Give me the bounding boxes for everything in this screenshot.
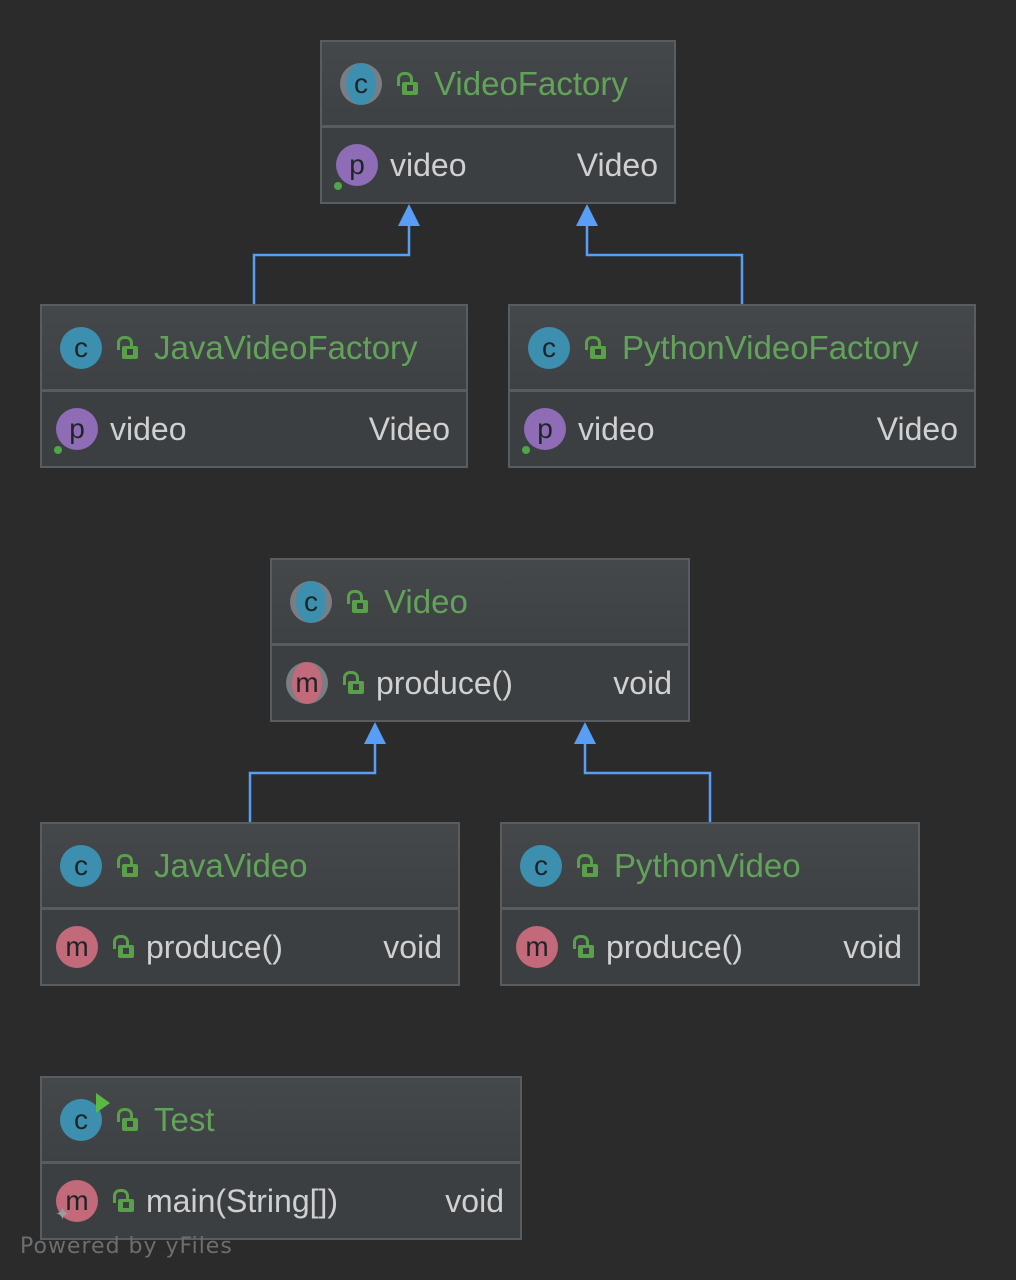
class-name: PythonVideo — [614, 846, 801, 884]
unlocked-lock-icon — [396, 71, 418, 96]
class-node-javavideofactory[interactable]: c JavaVideoFactory p video Video — [40, 304, 468, 468]
class-header: c Video — [272, 560, 688, 646]
class-icon: c — [60, 844, 102, 887]
member-row[interactable]: m main(String[]) void — [42, 1164, 520, 1238]
class-header: c JavaVideoFactory — [42, 306, 466, 392]
class-name: VideoFactory — [434, 64, 628, 102]
class-icon: c — [520, 844, 562, 887]
class-node-videofactory[interactable]: c VideoFactory p video Video — [320, 40, 676, 204]
member-name: produce() — [146, 928, 283, 965]
visibility-dot-icon — [54, 446, 62, 454]
unlocked-lock-icon — [116, 853, 138, 878]
unlocked-lock-icon — [584, 335, 606, 360]
method-icon: m — [56, 1180, 98, 1222]
visibility-dot-icon — [334, 182, 342, 190]
abstract-class-icon: c — [290, 580, 332, 623]
property-icon: p — [524, 408, 566, 450]
class-name: Test — [154, 1100, 215, 1138]
class-header: c PythonVideoFactory — [510, 306, 974, 392]
class-badge-letter: c — [74, 1103, 88, 1135]
class-node-pythonvideo[interactable]: c PythonVideo m produce() void — [500, 822, 920, 986]
method-icon: m — [56, 926, 98, 968]
member-name: produce() — [606, 928, 743, 965]
member-type: void — [613, 664, 672, 701]
class-node-pythonvideofactory[interactable]: c PythonVideoFactory p video Video — [508, 304, 976, 468]
unlocked-lock-icon — [342, 671, 364, 695]
unlocked-lock-icon — [576, 853, 598, 878]
powered-by-watermark: Powered by yFiles — [20, 1234, 233, 1259]
member-type: Video — [876, 410, 958, 447]
member-row[interactable]: p video Video — [42, 392, 466, 466]
member-type: void — [445, 1182, 504, 1219]
class-name: PythonVideoFactory — [622, 328, 919, 366]
member-name: video — [578, 410, 655, 447]
member-name: video — [390, 146, 467, 183]
unlocked-lock-icon — [572, 935, 594, 959]
property-icon: p — [56, 408, 98, 450]
class-name: JavaVideo — [154, 846, 308, 884]
class-icon: c — [528, 326, 570, 369]
abstract-method-icon: m — [286, 662, 328, 704]
class-icon: c — [60, 326, 102, 369]
member-type: Video — [368, 410, 450, 447]
edge-arrowhead — [398, 204, 420, 226]
class-node-test[interactable]: c Test m main(String[]) void — [40, 1076, 522, 1240]
member-type: void — [383, 928, 442, 965]
unlocked-lock-icon — [116, 1107, 138, 1132]
class-node-video[interactable]: c Video m produce() void — [270, 558, 690, 722]
edge-pythonvideo-to-video — [583, 740, 712, 822]
visibility-dot-icon — [522, 446, 530, 454]
class-header: c Test — [42, 1078, 520, 1164]
member-name: produce() — [376, 664, 513, 701]
class-header: c JavaVideo — [42, 824, 458, 910]
edge-arrowhead — [364, 722, 386, 744]
method-icon: m — [516, 926, 558, 968]
edge-arrowhead — [574, 722, 596, 744]
edge-arrowhead — [576, 204, 598, 226]
class-name: JavaVideoFactory — [154, 328, 418, 366]
member-name: main(String[]) — [146, 1182, 339, 1219]
run-icon — [96, 1092, 110, 1113]
member-row[interactable]: m produce() void — [502, 910, 918, 984]
unlocked-lock-icon — [112, 935, 134, 959]
edge-python-factory-to-videofactory — [585, 222, 744, 304]
edge-java-factory-to-videofactory — [252, 222, 411, 304]
unlocked-lock-icon — [116, 335, 138, 360]
edge-javavideo-to-video — [248, 740, 377, 822]
member-type: Video — [576, 146, 658, 183]
member-type: void — [843, 928, 902, 965]
member-row[interactable]: p video Video — [322, 128, 674, 202]
member-row[interactable]: p video Video — [510, 392, 974, 466]
member-row[interactable]: m produce() void — [272, 646, 688, 720]
unlocked-lock-icon — [112, 1189, 134, 1213]
class-header: c PythonVideo — [502, 824, 918, 910]
property-icon: p — [336, 144, 378, 186]
abstract-class-icon: c — [340, 62, 382, 105]
member-name: video — [110, 410, 187, 447]
class-name: Video — [384, 582, 468, 620]
unlocked-lock-icon — [346, 589, 368, 614]
member-row[interactable]: m produce() void — [42, 910, 458, 984]
class-node-javavideo[interactable]: c JavaVideo m produce() void — [40, 822, 460, 986]
runnable-class-icon: c — [60, 1092, 110, 1141]
class-header: c VideoFactory — [322, 42, 674, 128]
settings-gear-icon[interactable]: ✦ — [55, 1204, 71, 1224]
